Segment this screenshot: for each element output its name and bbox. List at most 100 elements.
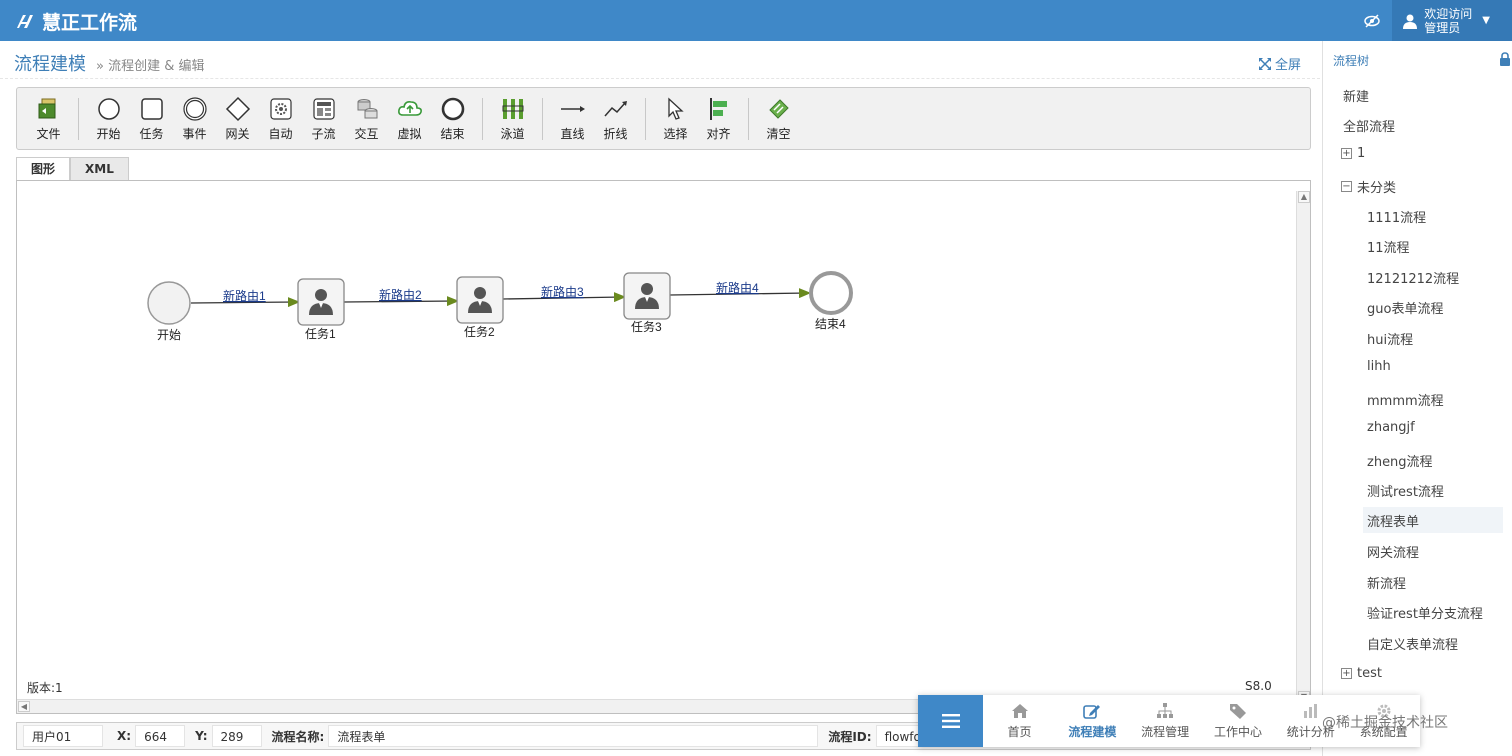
tool-swimlane[interactable]: 泳道: [491, 92, 534, 146]
tree-item[interactable]: guo表单流程: [1367, 302, 1444, 317]
tool-straight-line[interactable]: 直线: [551, 92, 594, 146]
flow-id-label: 流程ID:: [828, 729, 872, 744]
edge-label[interactable]: 新路由3: [541, 284, 584, 299]
tree-item[interactable]: 网关流程: [1367, 546, 1420, 561]
collapse-icon[interactable]: −: [1341, 181, 1352, 192]
edge-line[interactable]: [669, 293, 808, 295]
interaction-icon: [357, 98, 377, 118]
tree-group-uncategorized[interactable]: − 未分类: [1341, 181, 1397, 196]
bottom-nav: 首页 流程建模 流程管理 工作中心 统计分析 系统配置: [918, 695, 1420, 747]
node-label: 任务3: [631, 319, 662, 334]
user-menu[interactable]: 欢迎访问 管理员 ▼: [1392, 0, 1512, 41]
watermark: @稀土掘金技术社区: [1322, 715, 1448, 731]
tree-item[interactable]: lihh: [1367, 359, 1391, 374]
fullscreen-button[interactable]: 全屏: [1259, 54, 1301, 73]
edge-line[interactable]: [502, 297, 623, 299]
brand[interactable]: 慧正工作流: [14, 8, 137, 35]
tool-gateway[interactable]: 网关: [216, 92, 259, 146]
x-label: X:: [117, 729, 132, 743]
tool-virtual[interactable]: 虚拟: [388, 92, 431, 146]
tree-item[interactable]: 自定义表单流程: [1367, 638, 1459, 653]
expand-icon[interactable]: +: [1341, 668, 1352, 679]
bar-chart-icon: [1303, 703, 1317, 718]
tool-select[interactable]: 选择: [654, 92, 697, 146]
design-canvas[interactable]: 新路由1 新路由2 新路由3 新路由4 开始 任务1 任务2 任务3: [16, 180, 1311, 714]
nav-flow-modeling[interactable]: 流程建模: [1056, 695, 1129, 747]
tree-item[interactable]: 1111流程: [1367, 211, 1427, 226]
sitemap-icon: [1157, 702, 1174, 718]
virtual-cloud-icon: [397, 100, 422, 116]
task-node[interactable]: [623, 272, 671, 320]
edge-line[interactable]: [190, 302, 297, 303]
toolbar-separator: [78, 97, 79, 140]
tree-item[interactable]: hui流程: [1367, 333, 1414, 348]
tree-item[interactable]: 验证rest单分支流程: [1367, 607, 1483, 622]
nav-home[interactable]: 首页: [983, 695, 1056, 747]
end-node[interactable]: [809, 271, 853, 315]
welcome-text: 欢迎访问: [1424, 6, 1473, 21]
straight-line-icon: [560, 105, 585, 112]
lock-icon[interactable]: [1499, 52, 1511, 66]
align-icon: [709, 97, 727, 120]
edge-label[interactable]: 新路由4: [716, 280, 759, 295]
eye-slash-icon: [1364, 13, 1381, 28]
tree-item[interactable]: 测试rest流程: [1367, 485, 1444, 500]
scroll-up-icon[interactable]: ▲: [1298, 191, 1310, 203]
breadcrumb: 流程建模 » 流程创建 & 编辑: [14, 50, 205, 76]
tree-item-selected[interactable]: 流程表单: [1363, 507, 1503, 533]
menu-button[interactable]: [918, 695, 984, 747]
start-node[interactable]: [147, 281, 191, 325]
tool-align[interactable]: 对齐: [697, 92, 740, 146]
task-node[interactable]: [456, 276, 504, 324]
expand-icon[interactable]: +: [1341, 148, 1352, 159]
clear-icon: [768, 98, 789, 119]
tool-auto[interactable]: 自动: [259, 92, 302, 146]
nav-flow-management[interactable]: 流程管理: [1129, 695, 1202, 747]
edit-icon: [1083, 704, 1101, 719]
tree-item[interactable]: zhangjf: [1367, 420, 1415, 435]
visibility-toggle[interactable]: [1352, 0, 1392, 41]
flow-name-value: 流程表单: [328, 725, 819, 747]
tree-group-1[interactable]: + 1: [1341, 146, 1366, 161]
y-value: 289: [211, 725, 262, 747]
gateway-diamond-icon: [225, 96, 250, 121]
tree-item[interactable]: 12121212流程: [1367, 272, 1460, 287]
y-label: Y:: [195, 729, 208, 743]
tree-group-test[interactable]: + test: [1341, 666, 1382, 681]
auto-gear-icon: [269, 97, 292, 120]
tab-graph[interactable]: 图形: [16, 157, 71, 181]
tab-xml[interactable]: XML: [70, 157, 129, 181]
tool-polyline[interactable]: 折线: [594, 92, 637, 146]
edge-label[interactable]: 新路由2: [379, 287, 422, 302]
tree-item[interactable]: zheng流程: [1367, 455, 1433, 470]
scroll-left-icon[interactable]: ◀: [18, 701, 30, 712]
task-square-icon: [140, 97, 163, 120]
edge-line[interactable]: [343, 301, 456, 302]
tree-item[interactable]: 新流程: [1367, 577, 1407, 592]
tool-event[interactable]: 事件: [173, 92, 216, 146]
tool-end[interactable]: 结束: [431, 92, 474, 146]
tool-start[interactable]: 开始: [87, 92, 130, 146]
task-node[interactable]: [297, 278, 345, 326]
toolbar-separator: [482, 97, 483, 140]
brand-logo-icon: [17, 14, 33, 28]
tool-clear[interactable]: 清空: [757, 92, 800, 146]
end-circle-icon: [441, 97, 464, 120]
node-label: 任务2: [464, 324, 495, 339]
tree-item[interactable]: mmmm流程: [1367, 394, 1444, 409]
tool-file[interactable]: 文件: [27, 92, 70, 146]
design-toolbar: 文件 开始 任务 事件 网关 自动 子流 交互 虚拟 结束 泳道: [16, 87, 1311, 150]
edge-label[interactable]: 新路由1: [223, 288, 266, 303]
tree-new[interactable]: 新建: [1343, 90, 1370, 105]
tree-item[interactable]: 11流程: [1367, 241, 1410, 256]
select-pointer-icon: [667, 97, 684, 120]
tool-task[interactable]: 任务: [130, 92, 173, 146]
toolbar-separator: [542, 97, 543, 140]
tool-subflow[interactable]: 子流: [302, 92, 345, 146]
nav-statistics[interactable]: 统计分析: [1274, 695, 1347, 747]
nav-system-config[interactable]: 系统配置: [1347, 695, 1420, 747]
tool-interaction[interactable]: 交互: [345, 92, 388, 146]
vertical-scrollbar[interactable]: ▲ ▼: [1296, 191, 1310, 703]
tree-all-flows[interactable]: 全部流程: [1343, 120, 1396, 135]
nav-work-center[interactable]: 工作中心: [1202, 695, 1275, 747]
